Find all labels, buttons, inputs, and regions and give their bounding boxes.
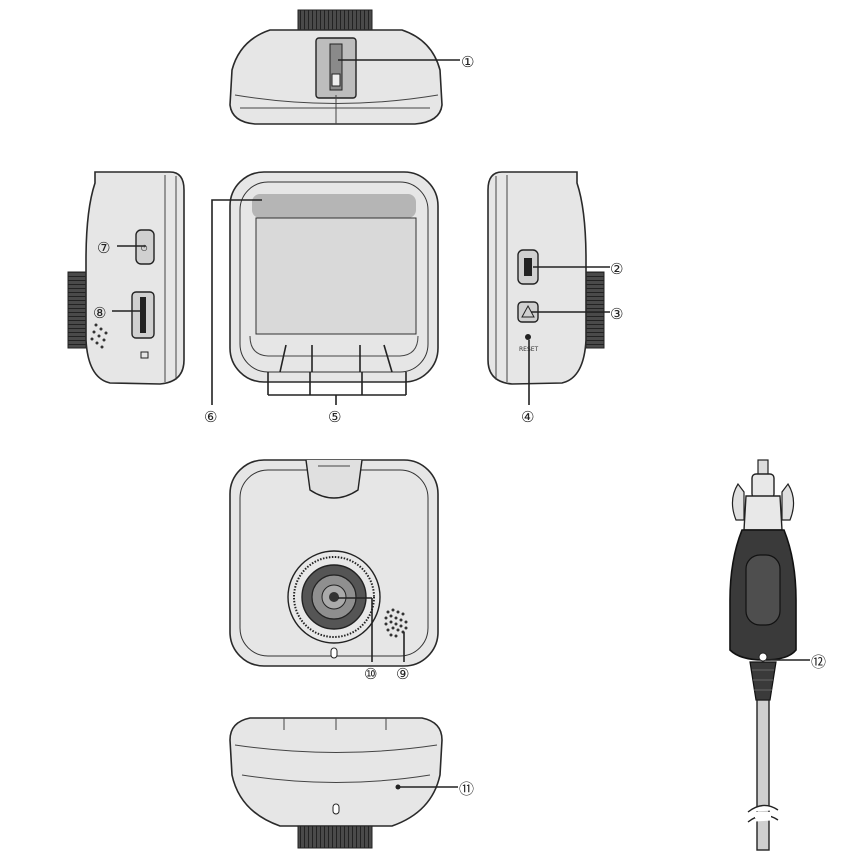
callouts: ① ② ③ ④ ⑤ ⑥ ⑦ ⑧ ⑨ ⑩ ⑪ ⑫ xyxy=(93,53,826,798)
callout-10: ⑩ xyxy=(364,665,377,683)
reset-hole xyxy=(525,334,531,340)
callout-11: ⑪ xyxy=(459,780,474,798)
bottom-mount-knob xyxy=(297,825,373,849)
callout-9: ⑨ xyxy=(396,665,409,683)
bottom-body xyxy=(229,717,443,827)
left-speaker-dots xyxy=(90,323,108,349)
bottom-mic-hole xyxy=(395,784,401,790)
car-charger xyxy=(729,459,797,851)
microphone-dots xyxy=(384,608,408,638)
charger-led xyxy=(758,652,768,662)
callout-3: ③ xyxy=(610,305,623,323)
callout-1: ① xyxy=(461,53,474,71)
top-view xyxy=(229,9,443,125)
callout-5: ⑤ xyxy=(328,408,341,426)
back-lens-view xyxy=(229,459,439,667)
bottom-view xyxy=(229,717,443,849)
screen-top-band xyxy=(252,194,416,218)
right-knob xyxy=(585,271,605,349)
back-led xyxy=(330,647,338,659)
charger-cable xyxy=(756,699,770,851)
callout-2: ② xyxy=(610,260,623,278)
callout-12: ⑫ xyxy=(811,653,826,671)
callout-6: ⑥ xyxy=(204,408,217,426)
top-mount-knob xyxy=(297,9,373,31)
power-button xyxy=(135,229,155,265)
left-knob xyxy=(67,271,87,349)
callout-4: ④ xyxy=(521,408,534,426)
callout-7: ⑦ xyxy=(97,239,110,257)
front-screen-view xyxy=(229,171,439,383)
svg-text:⏻: ⏻ xyxy=(141,244,148,253)
right-side-view: RESET xyxy=(487,171,605,385)
left-side-view: ⏻ xyxy=(67,171,185,385)
left-body xyxy=(85,171,185,385)
leader-lines xyxy=(112,59,810,788)
lcd-screen xyxy=(255,217,417,335)
callout-8: ⑧ xyxy=(93,304,106,322)
